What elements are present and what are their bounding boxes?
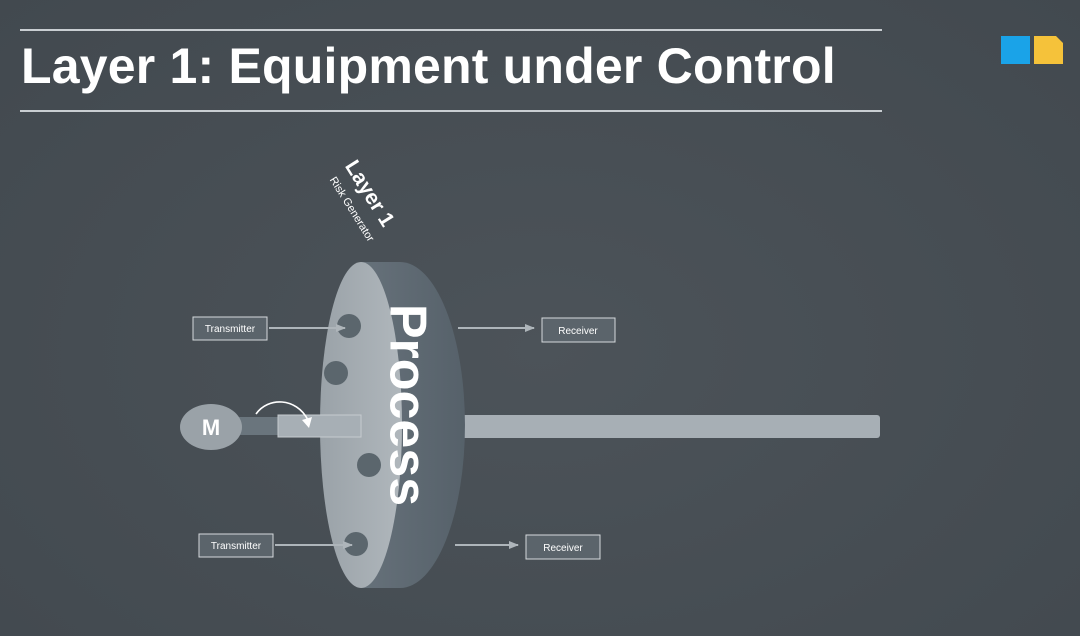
process-label: Process: [378, 304, 436, 506]
transmitter-bottom-label: Transmitter: [211, 541, 262, 552]
rotation-arrow-icon: [255, 401, 309, 421]
motor: [180, 404, 242, 450]
logo-yellow-square: [1034, 36, 1063, 64]
transmitter-bottom-box: [198, 533, 274, 558]
disc-hole: [337, 314, 361, 338]
rotation-arrowhead-icon: [302, 417, 312, 428]
title-top-rule: [20, 29, 882, 31]
logo-blue-square: [1001, 36, 1030, 64]
receiver-top-label: Receiver: [558, 326, 598, 337]
brand-logo: [1001, 36, 1063, 64]
receiver-bottom-label: Receiver: [543, 543, 583, 554]
output-shaft: [430, 415, 880, 438]
transmitter-top-box: [192, 316, 268, 341]
transmitter-top-label: Transmitter: [205, 324, 256, 335]
motor-shaft: [277, 414, 362, 438]
motor-shaft-dark: [238, 417, 280, 435]
disc-hole: [357, 453, 381, 477]
slide-title: Layer 1: Equipment under Control: [21, 38, 836, 94]
disc-hole: [344, 532, 368, 556]
disc-hole: [324, 361, 348, 385]
title-bottom-rule: [20, 110, 882, 112]
motor-label: M: [202, 415, 220, 440]
receiver-bottom-box: [525, 534, 601, 560]
receiver-top-box: [541, 317, 616, 343]
